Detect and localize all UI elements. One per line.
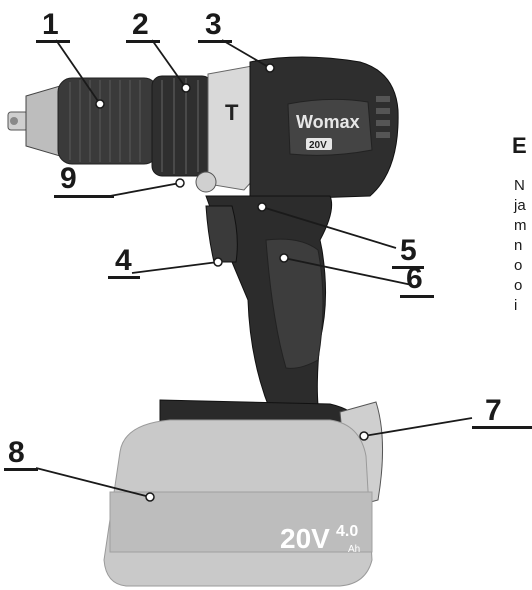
gear-switch <box>195 171 217 193</box>
text-line: N <box>514 177 525 194</box>
text-line: ja <box>514 197 526 214</box>
callout-underline <box>36 40 70 43</box>
text-line: n <box>514 237 523 254</box>
callout-dots <box>95 63 369 502</box>
chuck <box>7 77 159 165</box>
section-heading: E <box>512 133 527 158</box>
voltage-badge: 20V <box>309 140 327 151</box>
torque-collar <box>151 75 213 177</box>
callout-number-7: 7 <box>485 394 502 427</box>
battery-capacity-text: 4.0 <box>336 523 358 540</box>
callout-number-8: 8 <box>8 436 25 469</box>
callout-underline <box>198 40 232 43</box>
text-line: m <box>514 217 527 234</box>
trigger <box>205 205 238 263</box>
callout-underline <box>108 276 140 279</box>
motor-housing: Womax 20V <box>249 56 399 201</box>
text-line: i <box>514 297 518 314</box>
callout-number-9: 9 <box>60 162 77 195</box>
battery-unit-text: Ah <box>348 544 360 555</box>
callout-underline <box>54 195 114 198</box>
callout-number-3: 3 <box>205 8 222 41</box>
battery-pack: 20V 4.0 Ah <box>103 419 373 587</box>
callout-underline <box>126 40 160 43</box>
svg-text:T: T <box>225 100 239 125</box>
callout-number-5: 5 <box>400 234 417 267</box>
leader-lines <box>35 39 473 498</box>
brand-logo-text: Womax <box>296 112 360 132</box>
callout-underline <box>392 266 424 269</box>
callout-number-4: 4 <box>115 244 132 277</box>
callout-number-1: 1 <box>42 8 59 41</box>
text-line: o <box>514 277 523 294</box>
callout-number-6: 6 <box>406 262 423 295</box>
callout-underline <box>400 295 434 298</box>
callout-underline <box>472 426 532 429</box>
callout-number-2: 2 <box>132 8 149 41</box>
text-line: o <box>514 257 523 274</box>
callout-underline <box>4 468 38 471</box>
battery-voltage-text: 20V <box>280 523 330 554</box>
